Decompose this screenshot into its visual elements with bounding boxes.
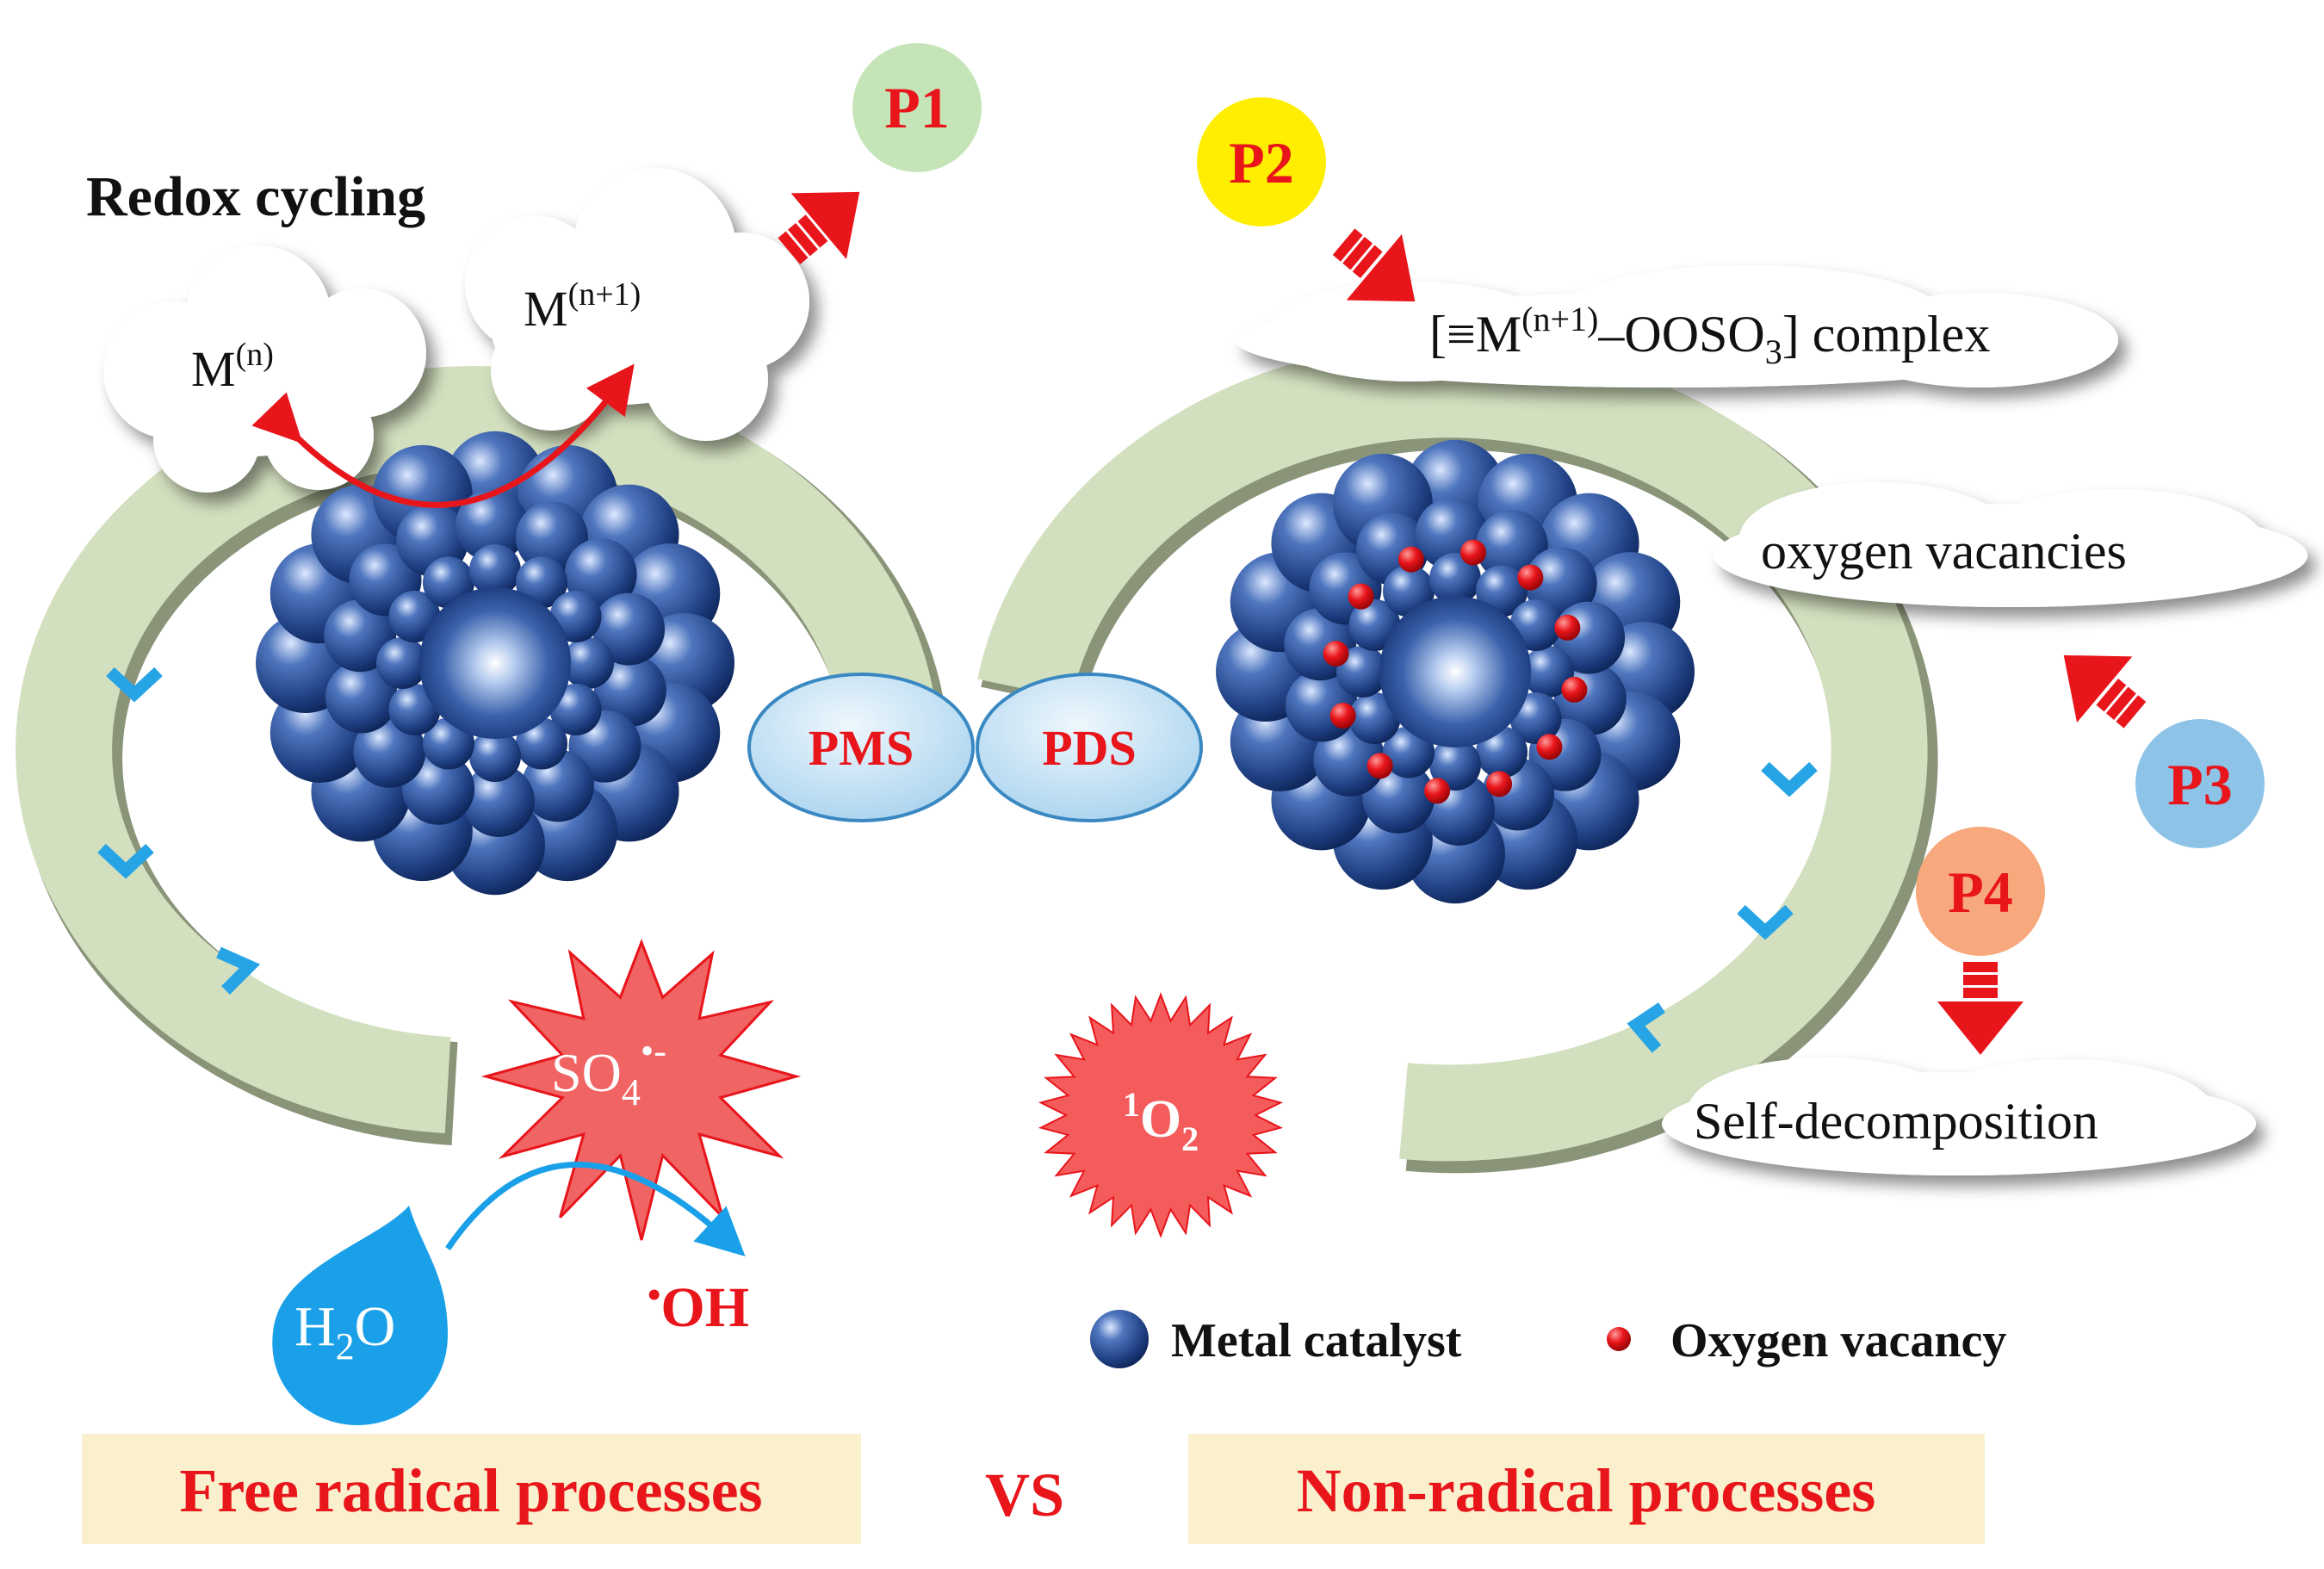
oxygen-vacancy-dot (1397, 546, 1424, 573)
metal-catalyst-legend-icon (1090, 1310, 1149, 1368)
non-radical-label: Non-radical processes (1297, 1456, 1876, 1525)
oxygen-vacancy-dot (1554, 614, 1581, 641)
oxygen-vacancy-dot (1329, 703, 1356, 729)
left-track (15, 365, 945, 1145)
free-radical-badge (82, 1434, 861, 1544)
chevron-icons (97, 667, 1818, 1053)
p1-label: P1 (884, 75, 950, 140)
pds-label: PDS (1042, 720, 1137, 776)
cloud-self-decomposition (1662, 1057, 2256, 1175)
cloud-vacancies (1714, 482, 2308, 607)
non-radical-badge (1188, 1434, 1985, 1544)
catalyst-sphere (325, 660, 398, 734)
catalyst-core (419, 587, 571, 739)
chevron-icon (106, 667, 163, 703)
redox-cycling-heading: Redox cycling (86, 165, 425, 228)
water-label: H2O (294, 1295, 395, 1367)
chevron-icon (1627, 1002, 1665, 1053)
p3-label: P3 (2167, 752, 2233, 817)
pds-pill (976, 673, 1203, 822)
oxygen-vacancy-dot (1367, 753, 1393, 779)
singlet-oxygen-burst (1038, 992, 1284, 1238)
p1-badge (852, 43, 982, 172)
oxygen-vacancy-dot (1323, 641, 1349, 667)
sulfate-radical-burst (480, 939, 802, 1241)
water-to-oh-arrow (445, 1161, 746, 1256)
p2-label: P2 (1229, 130, 1294, 195)
complex-label: [≡M(n+1)–OOSO3] complex (1429, 300, 1990, 371)
oxygen-vacancy-legend-label: Oxygen vacancy (1670, 1314, 2006, 1367)
catalyst-sphere (1429, 739, 1481, 791)
chevron-icon (1737, 904, 1794, 940)
catalyst-sphere (469, 544, 521, 596)
vs-label: VS (985, 1460, 1064, 1529)
oxygen-vacancy-dot (1486, 771, 1513, 797)
p2-arrow (1332, 228, 1416, 302)
p1-arrow (778, 191, 860, 264)
oxygen-vacancy-dot (1424, 778, 1451, 804)
catalyst-sphere (592, 592, 666, 666)
oxygen-vacancy-legend-icon (1607, 1327, 1631, 1351)
oxygen-vacancy-dot (1459, 539, 1486, 566)
catalyst-core (1379, 596, 1531, 747)
catalyst-sphere (469, 730, 521, 782)
oxygen-vacancy-dot (1517, 564, 1544, 591)
catalyst-sphere (1429, 553, 1481, 605)
catalyst-sphere (462, 764, 535, 837)
oxygen-vacancy-dot (1348, 583, 1374, 610)
metal-catalyst-legend-label: Metal catalyst (1171, 1314, 1462, 1367)
hydroxyl-radical-label: •OH (648, 1274, 749, 1339)
catalyst-sphere (376, 637, 428, 689)
pms-pill (747, 673, 975, 822)
right-catalyst-cluster (1216, 439, 1695, 904)
chevron-icon (97, 843, 154, 879)
free-radical-label: Free radical processes (179, 1456, 762, 1525)
water-drop-icon (272, 1206, 448, 1425)
left-catalyst-cluster (256, 431, 734, 896)
p4-badge (1916, 827, 2045, 956)
p2-badge (1197, 97, 1326, 226)
sulfate-radical-label: SO4•- (551, 1030, 666, 1113)
redox-arrow (251, 363, 635, 508)
cloud-complex (1236, 265, 2118, 388)
p3-badge (2135, 719, 2265, 848)
self-decomposition-label: Self-decomposition (1694, 1093, 2098, 1150)
p4-label: P4 (1948, 859, 2013, 925)
oxygen-vacancy-dot (1561, 676, 1588, 703)
oxygen-vacancy-dot (1536, 734, 1563, 760)
p3-arrow (2063, 654, 2147, 729)
m-n1-label: M(n+1) (524, 276, 641, 337)
singlet-oxygen-label: 1O2 (1123, 1085, 1199, 1158)
pms-label: PMS (809, 720, 914, 776)
oxygen-vacancies-label: oxygen vacancies (1761, 523, 2127, 580)
catalyst-sphere (1522, 646, 1574, 698)
chevron-icon (216, 946, 261, 995)
p4-arrow (1937, 962, 2023, 1055)
catalyst-sphere (562, 637, 614, 689)
chevron-icon (1761, 761, 1818, 797)
catalyst-sphere (456, 489, 529, 562)
m-n-label: M(n) (191, 337, 274, 397)
catalyst-sphere (1336, 646, 1388, 698)
